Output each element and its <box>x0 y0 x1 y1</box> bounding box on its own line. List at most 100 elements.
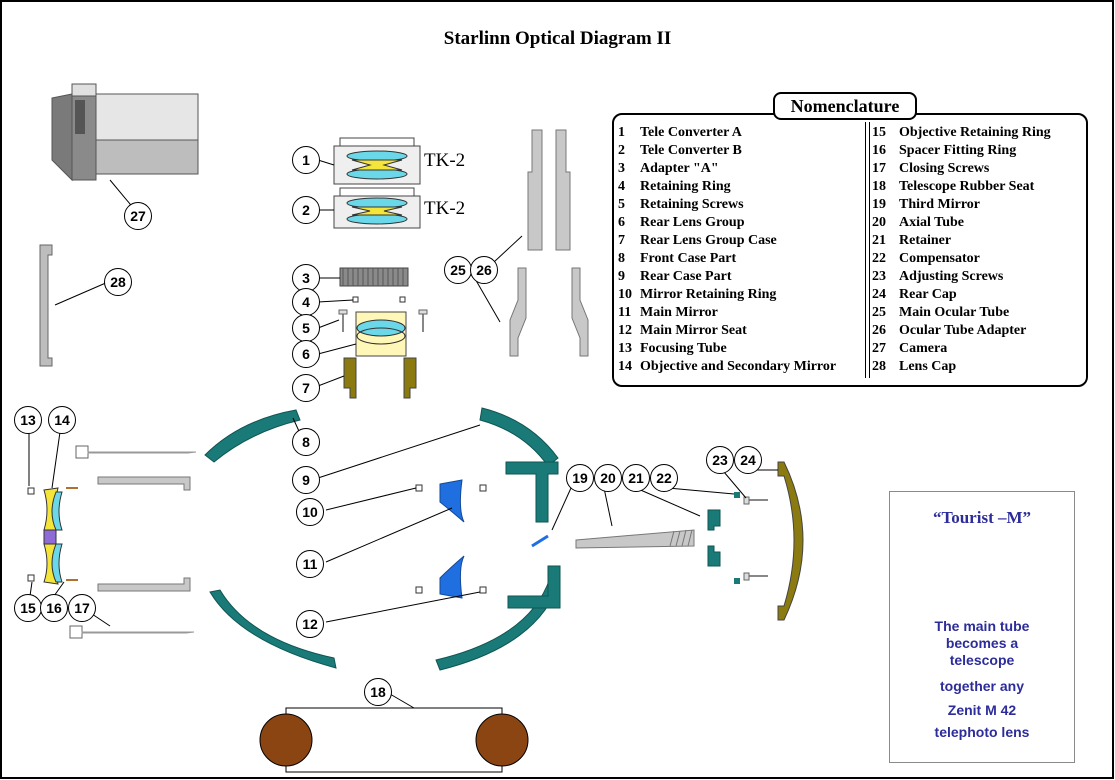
callout-10: 10 <box>296 498 324 526</box>
nomenclature-label: Main Ocular Tube <box>899 305 1010 320</box>
lens-cap-drawing <box>39 244 109 367</box>
callout-13: 13 <box>14 406 42 434</box>
callout-11: 11 <box>296 550 324 578</box>
callout-19: 19 <box>566 464 594 492</box>
nomenclature-item: 22 Compensator <box>872 250 1051 268</box>
nomenclature-label: Tele Converter B <box>640 143 742 158</box>
nomenclature-item: 28 Lens Cap <box>872 358 1051 376</box>
nomenclature-label: Adapter "A" <box>640 161 719 176</box>
nomenclature-number: 18 <box>872 179 886 194</box>
callout-7: 7 <box>292 374 320 402</box>
rear-cap-drawing <box>756 461 804 621</box>
nomenclature-number: 3 <box>618 161 625 176</box>
tourist-line: telescope <box>949 652 1015 668</box>
nomenclature-label: Focusing Tube <box>640 341 727 356</box>
nomenclature-number: 15 <box>872 125 886 140</box>
callout-15: 15 <box>14 594 42 622</box>
nomenclature-label: Main Mirror <box>640 305 718 320</box>
callout-27: 27 <box>124 202 152 230</box>
callout-26: 26 <box>470 256 498 284</box>
adapter-a-drawing <box>318 267 409 287</box>
tourist-line: together any <box>939 678 1024 694</box>
nomenclature-number: 16 <box>872 143 886 158</box>
nomenclature-label: Adjusting Screws <box>899 269 1004 284</box>
callout-4: 4 <box>292 288 320 316</box>
tourist-m-title: “Tourist –M” <box>932 508 1032 527</box>
callout-24: 24 <box>734 446 762 474</box>
objective-assembly-drawing <box>27 431 197 639</box>
callout-8: 8 <box>292 428 320 456</box>
case-arcs-drawing <box>204 407 561 671</box>
tk-label-2: TK-2 <box>424 198 466 219</box>
nomenclature-label: Rear Lens Group <box>640 215 745 230</box>
nomenclature-number: 21 <box>872 233 886 248</box>
nomenclature-heading: Nomenclature <box>773 92 917 120</box>
nomenclature-number: 24 <box>872 287 886 302</box>
tourist-m-text: The main tube becomes a telescope togeth… <box>889 618 1075 741</box>
callout-3: 3 <box>292 264 320 292</box>
callout-5: 5 <box>292 314 320 342</box>
nomenclature-number: 22 <box>872 251 886 266</box>
nomenclature-number: 20 <box>872 215 886 230</box>
tourist-line: telephoto lens <box>934 724 1030 740</box>
nomenclature-label: Compensator <box>899 251 980 266</box>
nomenclature-label: Retainer <box>899 233 952 248</box>
nomenclature-label: Front Case Part <box>640 251 737 266</box>
nomenclature-label: Retaining Ring <box>640 179 731 194</box>
diagram-title: Starlinn Optical Diagram II <box>443 28 672 49</box>
callout-21: 21 <box>622 464 650 492</box>
nomenclature-label: Telescope Rubber Seat <box>899 179 1035 194</box>
nomenclature-label: Rear Case Part <box>640 269 732 284</box>
nomenclature-label: Main Mirror Seat <box>640 323 747 338</box>
tele-converter-b-drawing <box>318 187 421 229</box>
nomenclature-divider <box>865 122 870 378</box>
nomenclature-number: 4 <box>618 179 625 194</box>
ocular-tube-drawing <box>469 129 589 357</box>
tk-label-1: TK-2 <box>424 150 466 171</box>
callout-23: 23 <box>706 446 734 474</box>
nomenclature-label: Third Mirror <box>899 197 981 212</box>
callout-18: 18 <box>364 678 392 706</box>
nomenclature-item: 18 Telescope Rubber Seat <box>872 178 1051 196</box>
nomenclature-number: 12 <box>618 323 632 338</box>
nomenclature-number: 28 <box>872 359 886 374</box>
rubber-seat-drawing <box>259 693 529 773</box>
nomenclature-number: 11 <box>618 305 632 320</box>
nomenclature-label: Tele Converter A <box>640 125 742 140</box>
nomenclature-item: 3 Adapter "A" <box>618 160 836 178</box>
tourist-line: The main tube <box>934 618 1030 634</box>
nomenclature-item: 20 Axial Tube <box>872 214 1051 232</box>
callout-9: 9 <box>292 466 320 494</box>
nomenclature-label: Axial Tube <box>899 215 964 230</box>
nomenclature-label: Retaining Screws <box>640 197 744 212</box>
rear-lens-assembly-drawing <box>317 296 428 399</box>
nomenclature-number: 2 <box>618 143 625 158</box>
nomenclature-item: 2 Tele Converter B <box>618 142 836 160</box>
nomenclature-label: Lens Cap <box>899 359 957 374</box>
nomenclature-label: Objective and Secondary Mirror <box>640 359 837 374</box>
tele-converter-a-drawing <box>317 137 421 185</box>
nomenclature-number: 1 <box>618 125 625 140</box>
nomenclature-left-column: 1 Tele Converter A 2 Tele Converter B 3 Adapt… <box>618 124 836 376</box>
tourist-line: becomes a <box>945 635 1019 651</box>
nomenclature-item: 12 Main Mirror Seat <box>618 322 836 340</box>
callout-2: 2 <box>292 196 320 224</box>
callout-1: 1 <box>292 146 320 174</box>
nomenclature-number: 9 <box>618 269 625 284</box>
callout-12: 12 <box>296 610 324 638</box>
nomenclature-item: 1 Tele Converter A <box>618 124 836 142</box>
